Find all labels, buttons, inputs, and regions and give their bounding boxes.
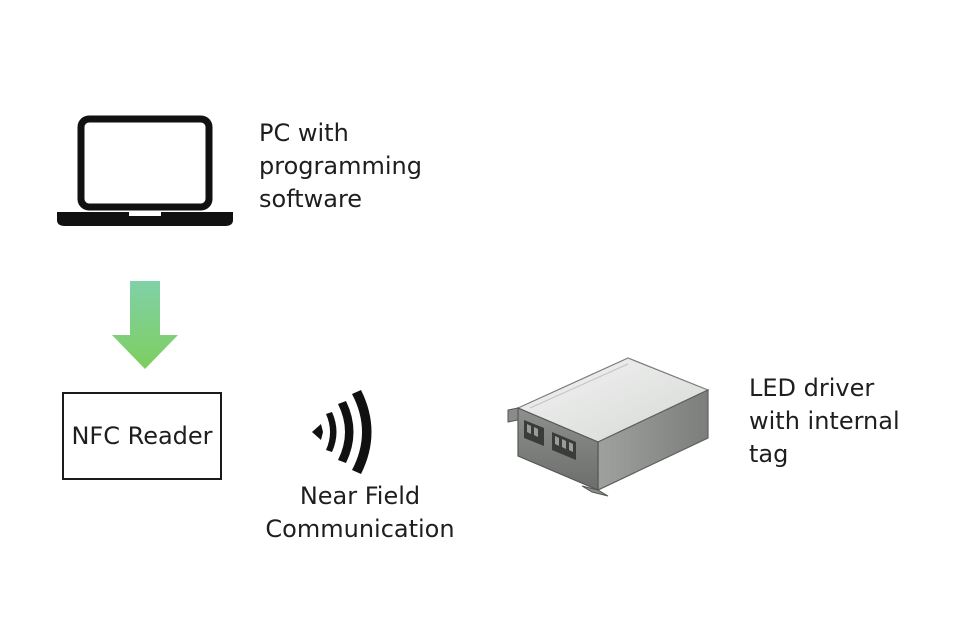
arrow-down-icon: [112, 281, 178, 369]
nfc-reader-label: NFC Reader: [71, 422, 213, 450]
nfc-caption: Near Field Communication: [265, 482, 455, 543]
wireless-signal-icon: [312, 390, 372, 474]
led-driver-label: LED driver with internal tag: [749, 374, 900, 468]
pc-label: PC with programming software: [259, 119, 422, 213]
laptop-icon: [57, 115, 233, 226]
nfc-reader-box: NFC Reader: [62, 392, 222, 480]
led-driver-device: [507, 357, 710, 497]
